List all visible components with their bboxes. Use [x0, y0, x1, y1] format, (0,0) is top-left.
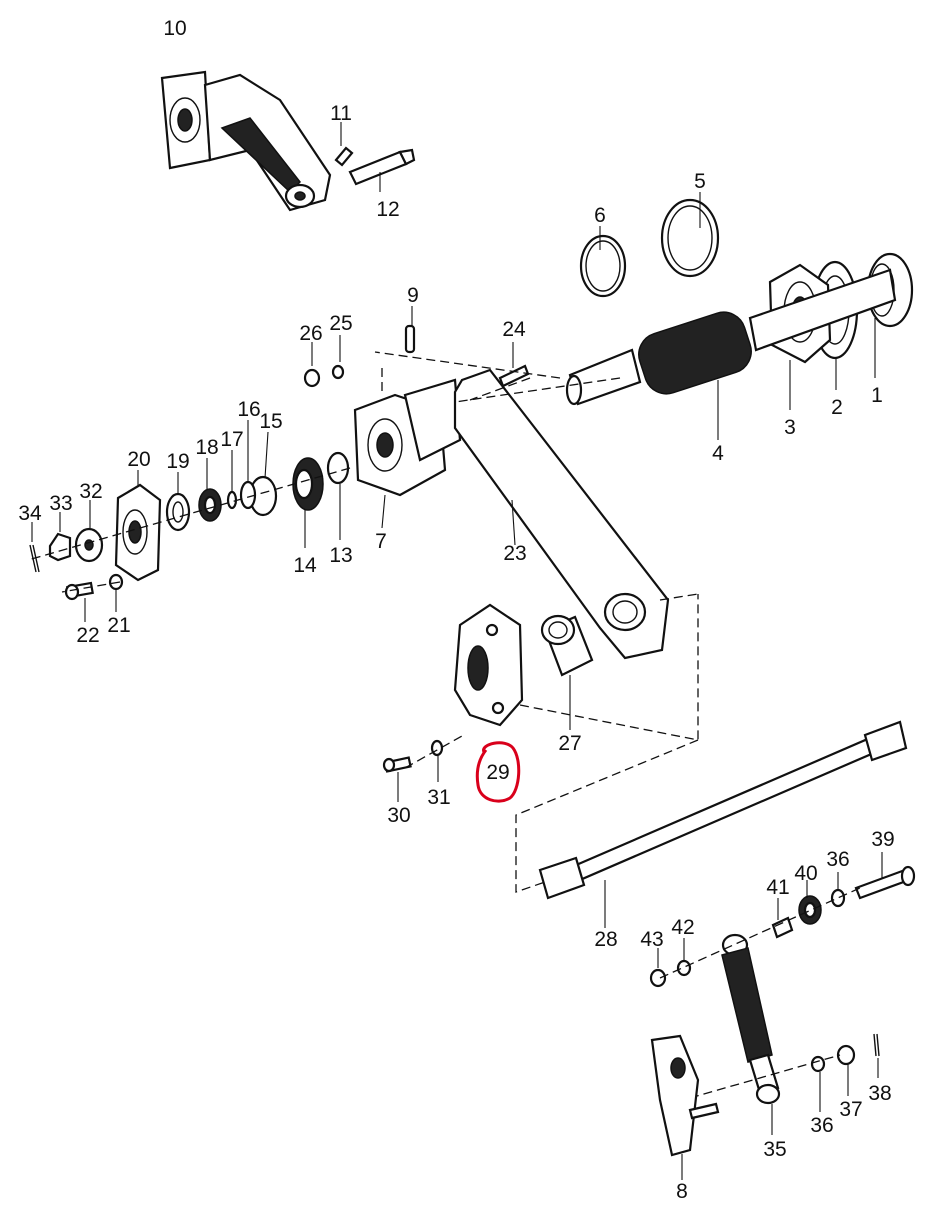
part-29-cover: [453, 603, 524, 727]
label-33: 33: [49, 492, 72, 515]
part-36-washer-lower: [810, 1055, 826, 1112]
label-26: 26: [299, 322, 322, 345]
label-39: 39: [871, 828, 894, 851]
label-30: 30: [387, 804, 410, 827]
part-39-bolt: [854, 852, 916, 900]
part-28-torsion-bar: [538, 720, 908, 928]
part-15-ring: [248, 431, 278, 517]
label-11: 11: [330, 102, 352, 125]
part-23-spring-plate: [453, 368, 670, 660]
label-7: 7: [375, 530, 387, 553]
label-6: 6: [594, 204, 606, 227]
part-30-bolt: [382, 756, 412, 802]
part-40-bushing: [798, 880, 822, 925]
part-21-washer: [108, 573, 124, 612]
label-31: 31: [427, 786, 450, 809]
label-24: 24: [502, 318, 526, 341]
label-4: 4: [712, 442, 724, 465]
label-17: 17: [220, 428, 243, 451]
part-7-housing: [353, 378, 462, 529]
part-18-bearing: [198, 458, 222, 522]
part-9-pin: [404, 306, 416, 354]
label-16: 16: [237, 398, 260, 421]
label-29: 29: [486, 761, 509, 784]
label-32: 32: [79, 480, 102, 503]
part-36-washer-upper: [830, 872, 846, 908]
part-14-bearing: [292, 457, 324, 548]
part-22-bolt: [64, 581, 94, 622]
label-2: 2: [831, 396, 843, 419]
label-8: 8: [676, 1180, 688, 1203]
part-25-washer: [331, 335, 345, 380]
label-23: 23: [503, 542, 526, 565]
part-20-bearing-cover: [114, 470, 162, 582]
label-5: 5: [694, 170, 706, 193]
part-8-bracket: [650, 1034, 720, 1180]
label-19: 19: [166, 450, 189, 473]
label-41: 41: [766, 876, 789, 899]
shock-dashed-line: [689, 1054, 841, 1099]
label-37: 37: [839, 1098, 862, 1121]
label-12: 12: [376, 198, 399, 221]
highlight-circle: [475, 741, 521, 803]
part-11-pin: [334, 122, 354, 167]
part-27-bushing: [540, 614, 594, 730]
part-10-bracket: [160, 70, 332, 212]
label-22: 22: [76, 624, 99, 647]
label-10: 10: [163, 17, 186, 40]
label-3: 3: [784, 416, 796, 439]
part-43-nut: [649, 948, 667, 988]
part-41-sleeve: [771, 898, 794, 939]
label-36-upper: 36: [826, 848, 849, 871]
label-28: 28: [594, 928, 617, 951]
part-4-rubber-bushing: [565, 268, 897, 440]
label-42: 42: [671, 916, 694, 939]
label-9: 9: [407, 284, 419, 307]
assembly-dashed-lines: [27, 351, 699, 893]
label-20: 20: [127, 448, 150, 471]
label-36-lower: 36: [810, 1114, 833, 1137]
label-13: 13: [329, 544, 352, 567]
part-32-washer: [74, 500, 104, 563]
label-25: 25: [329, 312, 352, 335]
label-21: 21: [107, 614, 130, 637]
label-38: 38: [868, 1082, 891, 1105]
part-12-bolt: [348, 148, 416, 192]
part-37-nut: [836, 1044, 856, 1096]
label-43: 43: [640, 928, 663, 951]
part-24-bolt: [498, 342, 530, 388]
part-42-washer: [676, 938, 692, 977]
label-15: 15: [259, 410, 282, 433]
part-33-nut: [48, 512, 72, 562]
shock-upper-dashed-line: [659, 887, 861, 979]
part-5-clamp: [660, 192, 720, 278]
label-27: 27: [558, 732, 581, 755]
part-shock-absorber: [721, 933, 781, 1135]
part-26-nut: [303, 342, 321, 388]
label-34: 34: [18, 502, 42, 525]
label-18: 18: [195, 436, 218, 459]
part-19-seal: [165, 472, 191, 532]
part-38-cotter-pin: [873, 1033, 880, 1078]
part-17-ring: [226, 450, 238, 510]
part-13-seal: [326, 451, 350, 540]
label-1: 1: [871, 384, 883, 407]
label-14: 14: [293, 554, 317, 577]
part-31-washer: [430, 739, 444, 782]
part-labels: 10 11 12 9 26 25 24 6 5 1 2 3 4 16 15 17…: [18, 17, 894, 1203]
label-35: 35: [763, 1138, 786, 1161]
part-6-clamp: [579, 226, 627, 298]
part-34-cotter-pin: [29, 522, 40, 573]
label-40: 40: [794, 862, 817, 885]
